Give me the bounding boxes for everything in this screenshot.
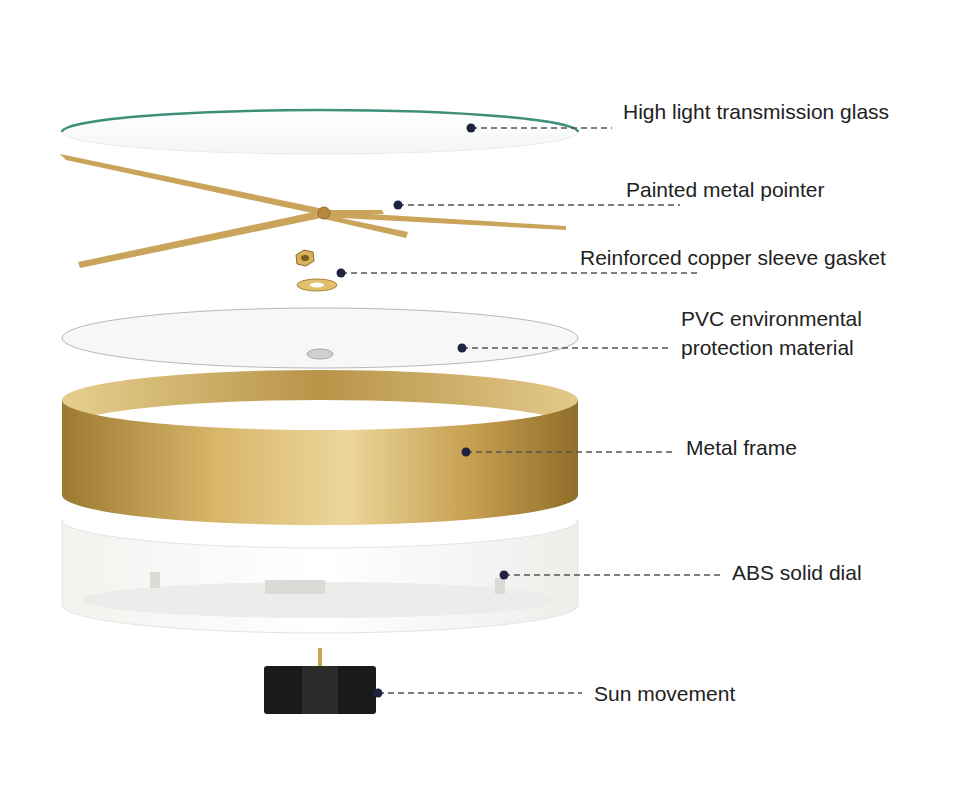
part-label: High light transmission glass — [623, 97, 889, 126]
part-label: PVC environmental protection material — [681, 304, 911, 362]
part-label: Metal frame — [686, 433, 797, 462]
part-label: Sun movement — [594, 679, 735, 708]
part-label: Reinforced copper sleeve gasket — [580, 243, 886, 272]
part-label: Painted metal pointer — [626, 175, 824, 204]
part-label: ABS solid dial — [732, 558, 862, 587]
